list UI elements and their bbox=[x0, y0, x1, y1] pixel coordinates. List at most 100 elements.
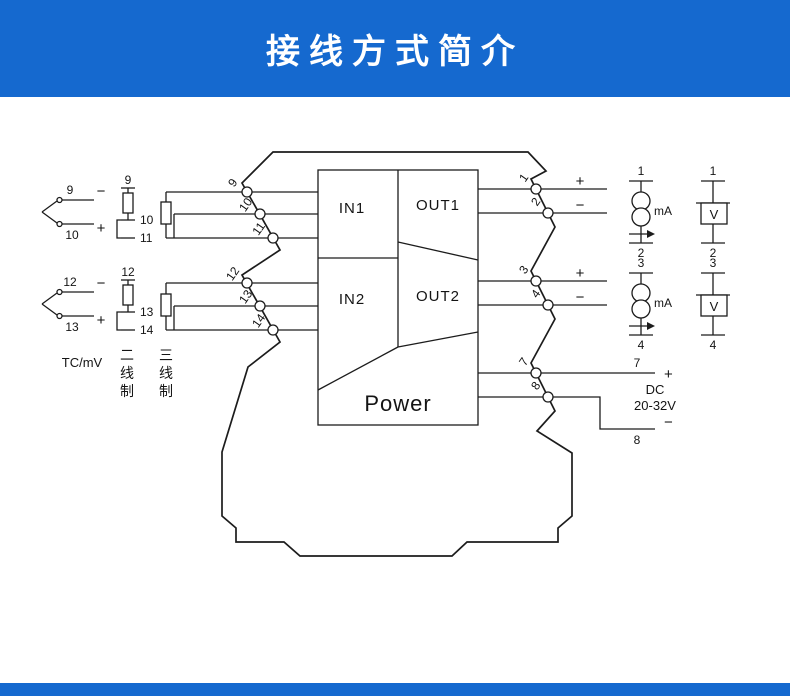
ma-unit: mA bbox=[654, 204, 672, 218]
ma-term-bot: 4 bbox=[638, 338, 645, 352]
terminal-12 bbox=[241, 277, 253, 289]
three-wire-label-char: 制 bbox=[159, 383, 173, 399]
page-title: 接线方式简介 bbox=[266, 33, 524, 71]
rtd2-num: 10 bbox=[140, 213, 154, 227]
tc-num-bot: 13 bbox=[65, 320, 79, 334]
jumper bbox=[116, 311, 121, 331]
out1-minus: − bbox=[576, 197, 585, 214]
tc-num-top: 9 bbox=[67, 183, 74, 197]
tc-sign-bot: + bbox=[97, 312, 106, 329]
three-wire-label-char: 线 bbox=[159, 365, 173, 381]
module-inner-box: IN1 OUT1 IN2 OUT2 Power bbox=[317, 169, 479, 426]
out2-plus: + bbox=[576, 265, 585, 282]
ps-term-bot: 8 bbox=[634, 433, 641, 447]
rtd2-num: 12 bbox=[121, 265, 135, 279]
v-term-bot: 4 bbox=[710, 338, 717, 352]
tc-lead bbox=[41, 303, 58, 316]
footer-strip bbox=[0, 683, 790, 696]
input-option-tc: 9 − 10 + 12 − 13 + TC/mV bbox=[41, 183, 106, 370]
load-option-ma-out2: 3 mA 4 bbox=[629, 256, 672, 352]
block-out1: OUT1 bbox=[416, 197, 460, 214]
divider bbox=[397, 331, 479, 348]
terminal-7 bbox=[530, 367, 542, 379]
block-in2: IN2 bbox=[339, 291, 365, 308]
terminal-1 bbox=[530, 183, 542, 195]
ps-plus: + bbox=[664, 366, 673, 383]
three-wire-label-char: 三 bbox=[159, 347, 173, 363]
rtd2-num: 11 bbox=[140, 231, 153, 245]
tc-terminal bbox=[56, 220, 63, 228]
tc-label: TC/mV bbox=[62, 355, 103, 370]
ma-unit: mA bbox=[654, 296, 672, 310]
tc-terminal bbox=[56, 312, 63, 320]
rtd2-resistor bbox=[122, 192, 134, 214]
ps-line1: DC bbox=[646, 382, 665, 397]
current-source-icon bbox=[631, 299, 651, 319]
jumper bbox=[116, 219, 121, 239]
terminal-label: 9 bbox=[225, 176, 240, 190]
title-banner: 接线方式简介 bbox=[0, 0, 790, 97]
rtd3-resistor bbox=[160, 201, 172, 225]
load-option-v-out1: 1 V 2 bbox=[696, 164, 730, 260]
arrow-head-icon bbox=[647, 322, 655, 330]
terminal-14 bbox=[267, 324, 279, 336]
input-option-two-wire: 9 10 11 12 13 14 二 线 制 bbox=[116, 173, 154, 399]
current-source-icon bbox=[631, 191, 651, 211]
load-option-ma-out1: 1 mA 2 bbox=[629, 164, 672, 260]
v-term-top: 3 bbox=[710, 256, 717, 270]
out2-minus: − bbox=[576, 289, 585, 306]
divider bbox=[397, 241, 479, 261]
terminal-13 bbox=[254, 300, 266, 312]
tc-lead bbox=[41, 292, 58, 305]
power-supply: 7 + DC 20-32V − 8 bbox=[629, 356, 676, 447]
terminal-10 bbox=[254, 208, 266, 220]
tc-lead bbox=[41, 211, 58, 224]
wire bbox=[553, 396, 629, 430]
terminal-4 bbox=[542, 299, 554, 311]
ps-line2: 20-32V bbox=[634, 398, 676, 413]
terminal-3 bbox=[530, 275, 542, 287]
tc-sign-top: − bbox=[97, 183, 106, 200]
voltmeter-icon bbox=[700, 294, 728, 317]
ma-term-top: 1 bbox=[638, 164, 645, 178]
block-in1: IN1 bbox=[339, 200, 365, 217]
arrow-head-icon bbox=[647, 230, 655, 238]
current-source-icon bbox=[631, 283, 651, 303]
terminal-label: 12 bbox=[223, 264, 242, 283]
tc-sign-bot: + bbox=[97, 220, 106, 237]
ma-term-top: 3 bbox=[638, 256, 645, 270]
rtd2-num: 13 bbox=[140, 305, 154, 319]
out1-plus: + bbox=[576, 173, 585, 190]
ps-term-top: 7 bbox=[634, 356, 641, 370]
output-wires: + − + − bbox=[541, 173, 629, 430]
voltmeter-icon bbox=[700, 202, 728, 225]
two-wire-label-char: 制 bbox=[120, 383, 134, 399]
rtd2-num: 9 bbox=[125, 173, 132, 187]
v-term-top: 1 bbox=[710, 164, 717, 178]
block-out2: OUT2 bbox=[416, 288, 460, 305]
v-unit: V bbox=[710, 299, 719, 314]
v-unit: V bbox=[710, 207, 719, 222]
ps-minus: − bbox=[664, 414, 673, 431]
current-source-icon bbox=[631, 207, 651, 227]
block-power: Power bbox=[364, 391, 431, 416]
tc-terminal bbox=[56, 288, 63, 296]
tc-terminal bbox=[56, 196, 63, 204]
load-option-v-out2: 3 V 4 bbox=[696, 256, 730, 352]
divider bbox=[317, 346, 399, 391]
tc-lead bbox=[41, 200, 58, 213]
ma-term-bot: 2 bbox=[638, 246, 645, 260]
terminal-8 bbox=[542, 391, 554, 403]
v-term-bot: 2 bbox=[710, 246, 717, 260]
terminal-2 bbox=[542, 207, 554, 219]
input-option-three-wire: 三 线 制 bbox=[159, 192, 175, 399]
tc-sign-top: − bbox=[97, 275, 106, 292]
rtd2-num: 14 bbox=[140, 323, 154, 337]
tc-num-bot: 10 bbox=[65, 228, 79, 242]
tc-num-top: 12 bbox=[63, 275, 77, 289]
two-wire-label-char: 二 bbox=[120, 347, 134, 363]
two-wire-label-char: 线 bbox=[120, 365, 134, 381]
input-wires bbox=[166, 191, 268, 331]
